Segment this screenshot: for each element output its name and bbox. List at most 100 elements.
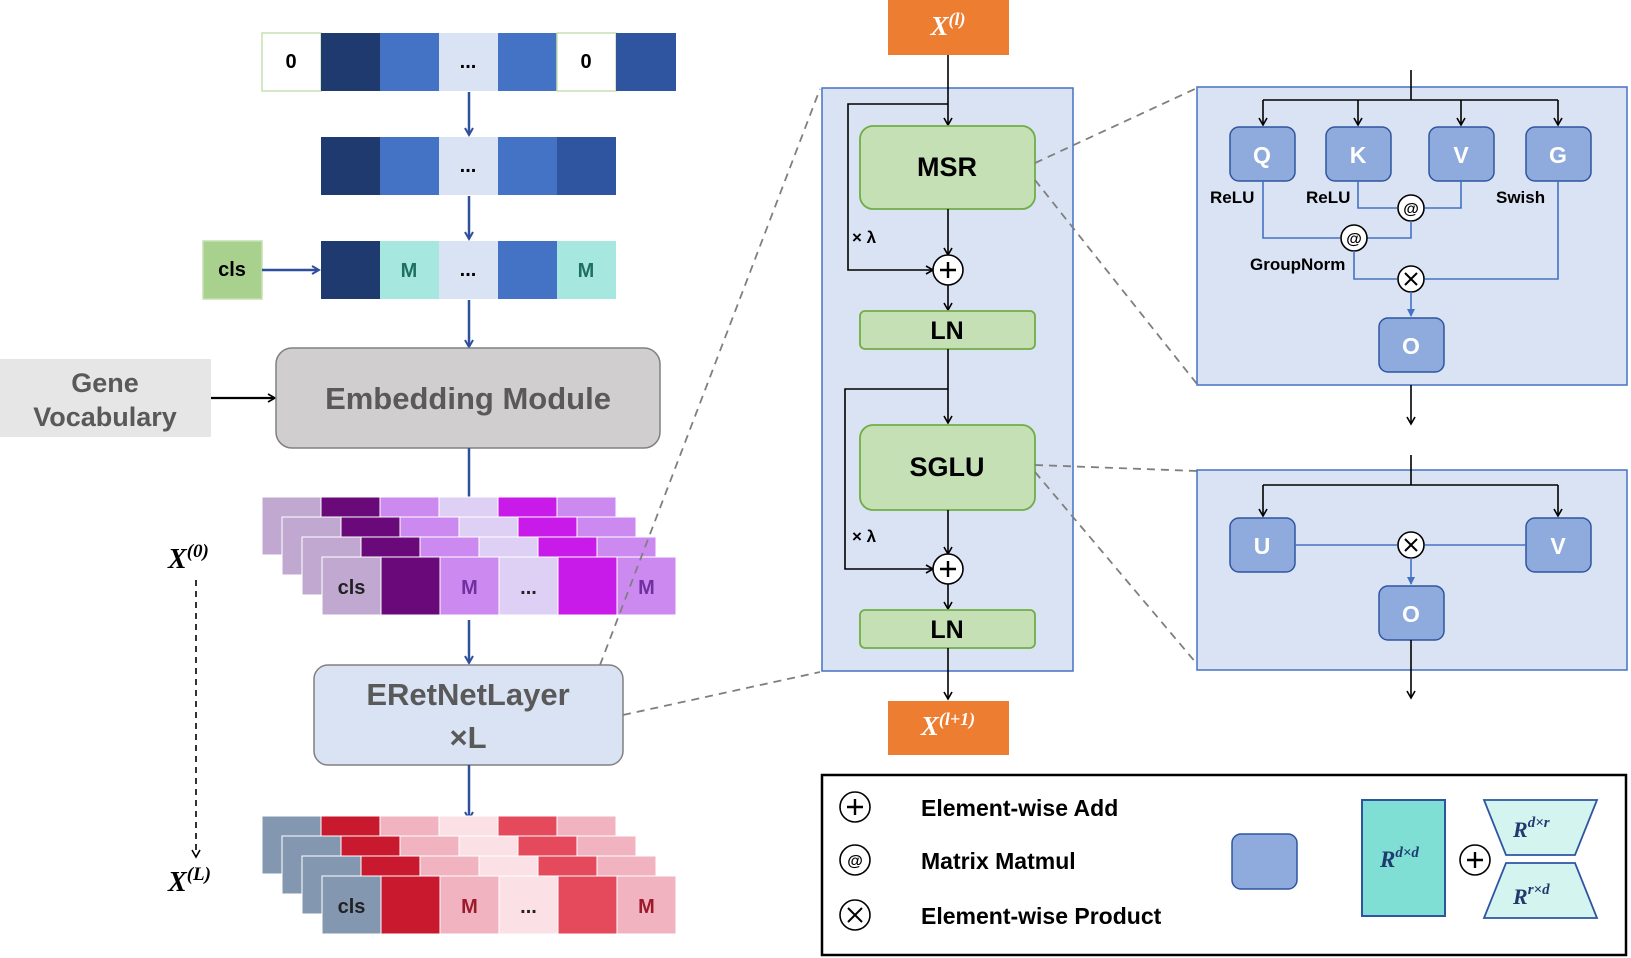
residual-connection (847, 103, 948, 275)
connector-line (1357, 181, 1397, 209)
output-node (1378, 317, 1445, 373)
key-label: K (1350, 142, 1367, 168)
embedding-cell (380, 875, 441, 935)
low-rank-up-swatch (1482, 862, 1599, 919)
residual-connection (844, 388, 948, 574)
legend-matmul-label: Matrix Matmul (921, 848, 1076, 874)
low-rank-down-label: Rd×r (1512, 815, 1550, 842)
embedding-cell (498, 875, 559, 935)
embedding-cell (439, 875, 500, 935)
token-cell (380, 33, 439, 91)
lambda-label: × λ (852, 527, 877, 546)
add-glyph (1467, 852, 1483, 868)
filtered-token-row: ... (321, 137, 616, 195)
zoom-guide-line (622, 671, 821, 716)
x0-label: X(0) (167, 541, 209, 575)
mask-label: M (401, 260, 418, 282)
embedding-cell (498, 556, 559, 616)
token-zero-label: 0 (285, 51, 296, 73)
embedding-module-label: Embedding Module (325, 381, 611, 416)
legend-matmul-icon (839, 844, 871, 876)
eretnet-layer-label: ERetNetLayer (366, 677, 569, 712)
zoom-guide-line (1034, 87, 1198, 164)
embedding-cell (616, 875, 677, 935)
add-glyph (940, 561, 956, 577)
gene-vocabulary-line2: Vocabulary (33, 402, 177, 432)
product-glyph (847, 907, 863, 923)
groupnorm-label: GroupNorm (1250, 255, 1345, 274)
masked-token-row: cls M ... M (202, 240, 616, 300)
token-ellipsis-label: ... (460, 51, 477, 73)
lambda-label: × λ (852, 228, 877, 247)
connector-line (1262, 181, 1340, 239)
embedding-cell-label: M (638, 896, 655, 918)
connector-line (1425, 181, 1462, 209)
matmul-glyph: @ (847, 853, 863, 870)
embedding-cell (380, 556, 441, 616)
token-ellipsis-label: ... (460, 259, 477, 281)
token-cell (616, 33, 676, 91)
swish-label: Swish (1496, 188, 1545, 207)
embedding-cell-label: M (461, 896, 478, 918)
low-rank-down-swatch (1482, 799, 1599, 856)
relu-k-label: ReLU (1306, 188, 1350, 207)
token-ellipsis-label: ... (460, 155, 477, 177)
layernorm-label: LN (930, 317, 963, 345)
embedding-cell (321, 556, 382, 616)
mask-cell (380, 241, 439, 299)
xL-label: X(L) (167, 864, 211, 898)
token-cell (380, 137, 439, 195)
zoom-guide-line (1034, 179, 1198, 385)
legend-node-swatch (1231, 833, 1298, 890)
token-cell (321, 33, 380, 91)
token-cell (498, 33, 557, 91)
connector-line (1367, 221, 1412, 239)
gene-vocabulary-box (0, 359, 211, 437)
mask-label: M (578, 260, 595, 282)
zoom-guide-line (599, 88, 821, 666)
legend-product-label: Element-wise Product (921, 903, 1162, 929)
token-cell (321, 137, 380, 195)
low-rank-up-label: Rr×d (1512, 882, 1550, 909)
query-label: Q (1253, 142, 1271, 168)
sglu-label: SGLU (909, 452, 984, 482)
token-ellipsis-cell (439, 137, 498, 195)
token-cell (498, 137, 557, 195)
token-cell (498, 241, 557, 299)
eretnet-layer-repeat: ×L (449, 720, 486, 755)
product-glyph (1404, 538, 1418, 552)
msr-label: MSR (917, 152, 977, 182)
token-cell (321, 241, 380, 299)
layer-output-box (888, 701, 1009, 755)
gene-vocabulary-line1: Gene (71, 368, 139, 398)
value-label: V (1453, 142, 1469, 168)
full-matrix-label: Rd×d (1379, 845, 1419, 872)
embedding-cell-label: M (461, 577, 478, 599)
embedding-cell-label: ... (520, 896, 537, 918)
u-label: U (1254, 533, 1271, 559)
legend-add-label: Element-wise Add (921, 795, 1118, 821)
connector-line (1353, 251, 1397, 280)
embedding-cell (557, 556, 618, 616)
layernorm-label: LN (930, 616, 963, 644)
relu-q-label: ReLU (1210, 188, 1254, 207)
input-token-row: 0 ... 0 (261, 32, 676, 92)
token-cell (557, 137, 616, 195)
token-zero-cell (556, 32, 617, 92)
embedding-cell-label: cls (338, 577, 366, 599)
matmul-glyph: @ (1403, 201, 1419, 218)
add-glyph (847, 799, 863, 815)
mask-cell (557, 241, 616, 299)
token-ellipsis-cell (439, 241, 498, 299)
v-label: V (1550, 533, 1566, 559)
output-label: O (1402, 601, 1420, 627)
embedding-cell-label: M (638, 577, 655, 599)
output-label: O (1402, 333, 1420, 359)
full-matrix-swatch (1361, 799, 1446, 917)
embedding-cell (557, 875, 618, 935)
embedding-cell (321, 875, 382, 935)
connector-line (1425, 181, 1559, 280)
